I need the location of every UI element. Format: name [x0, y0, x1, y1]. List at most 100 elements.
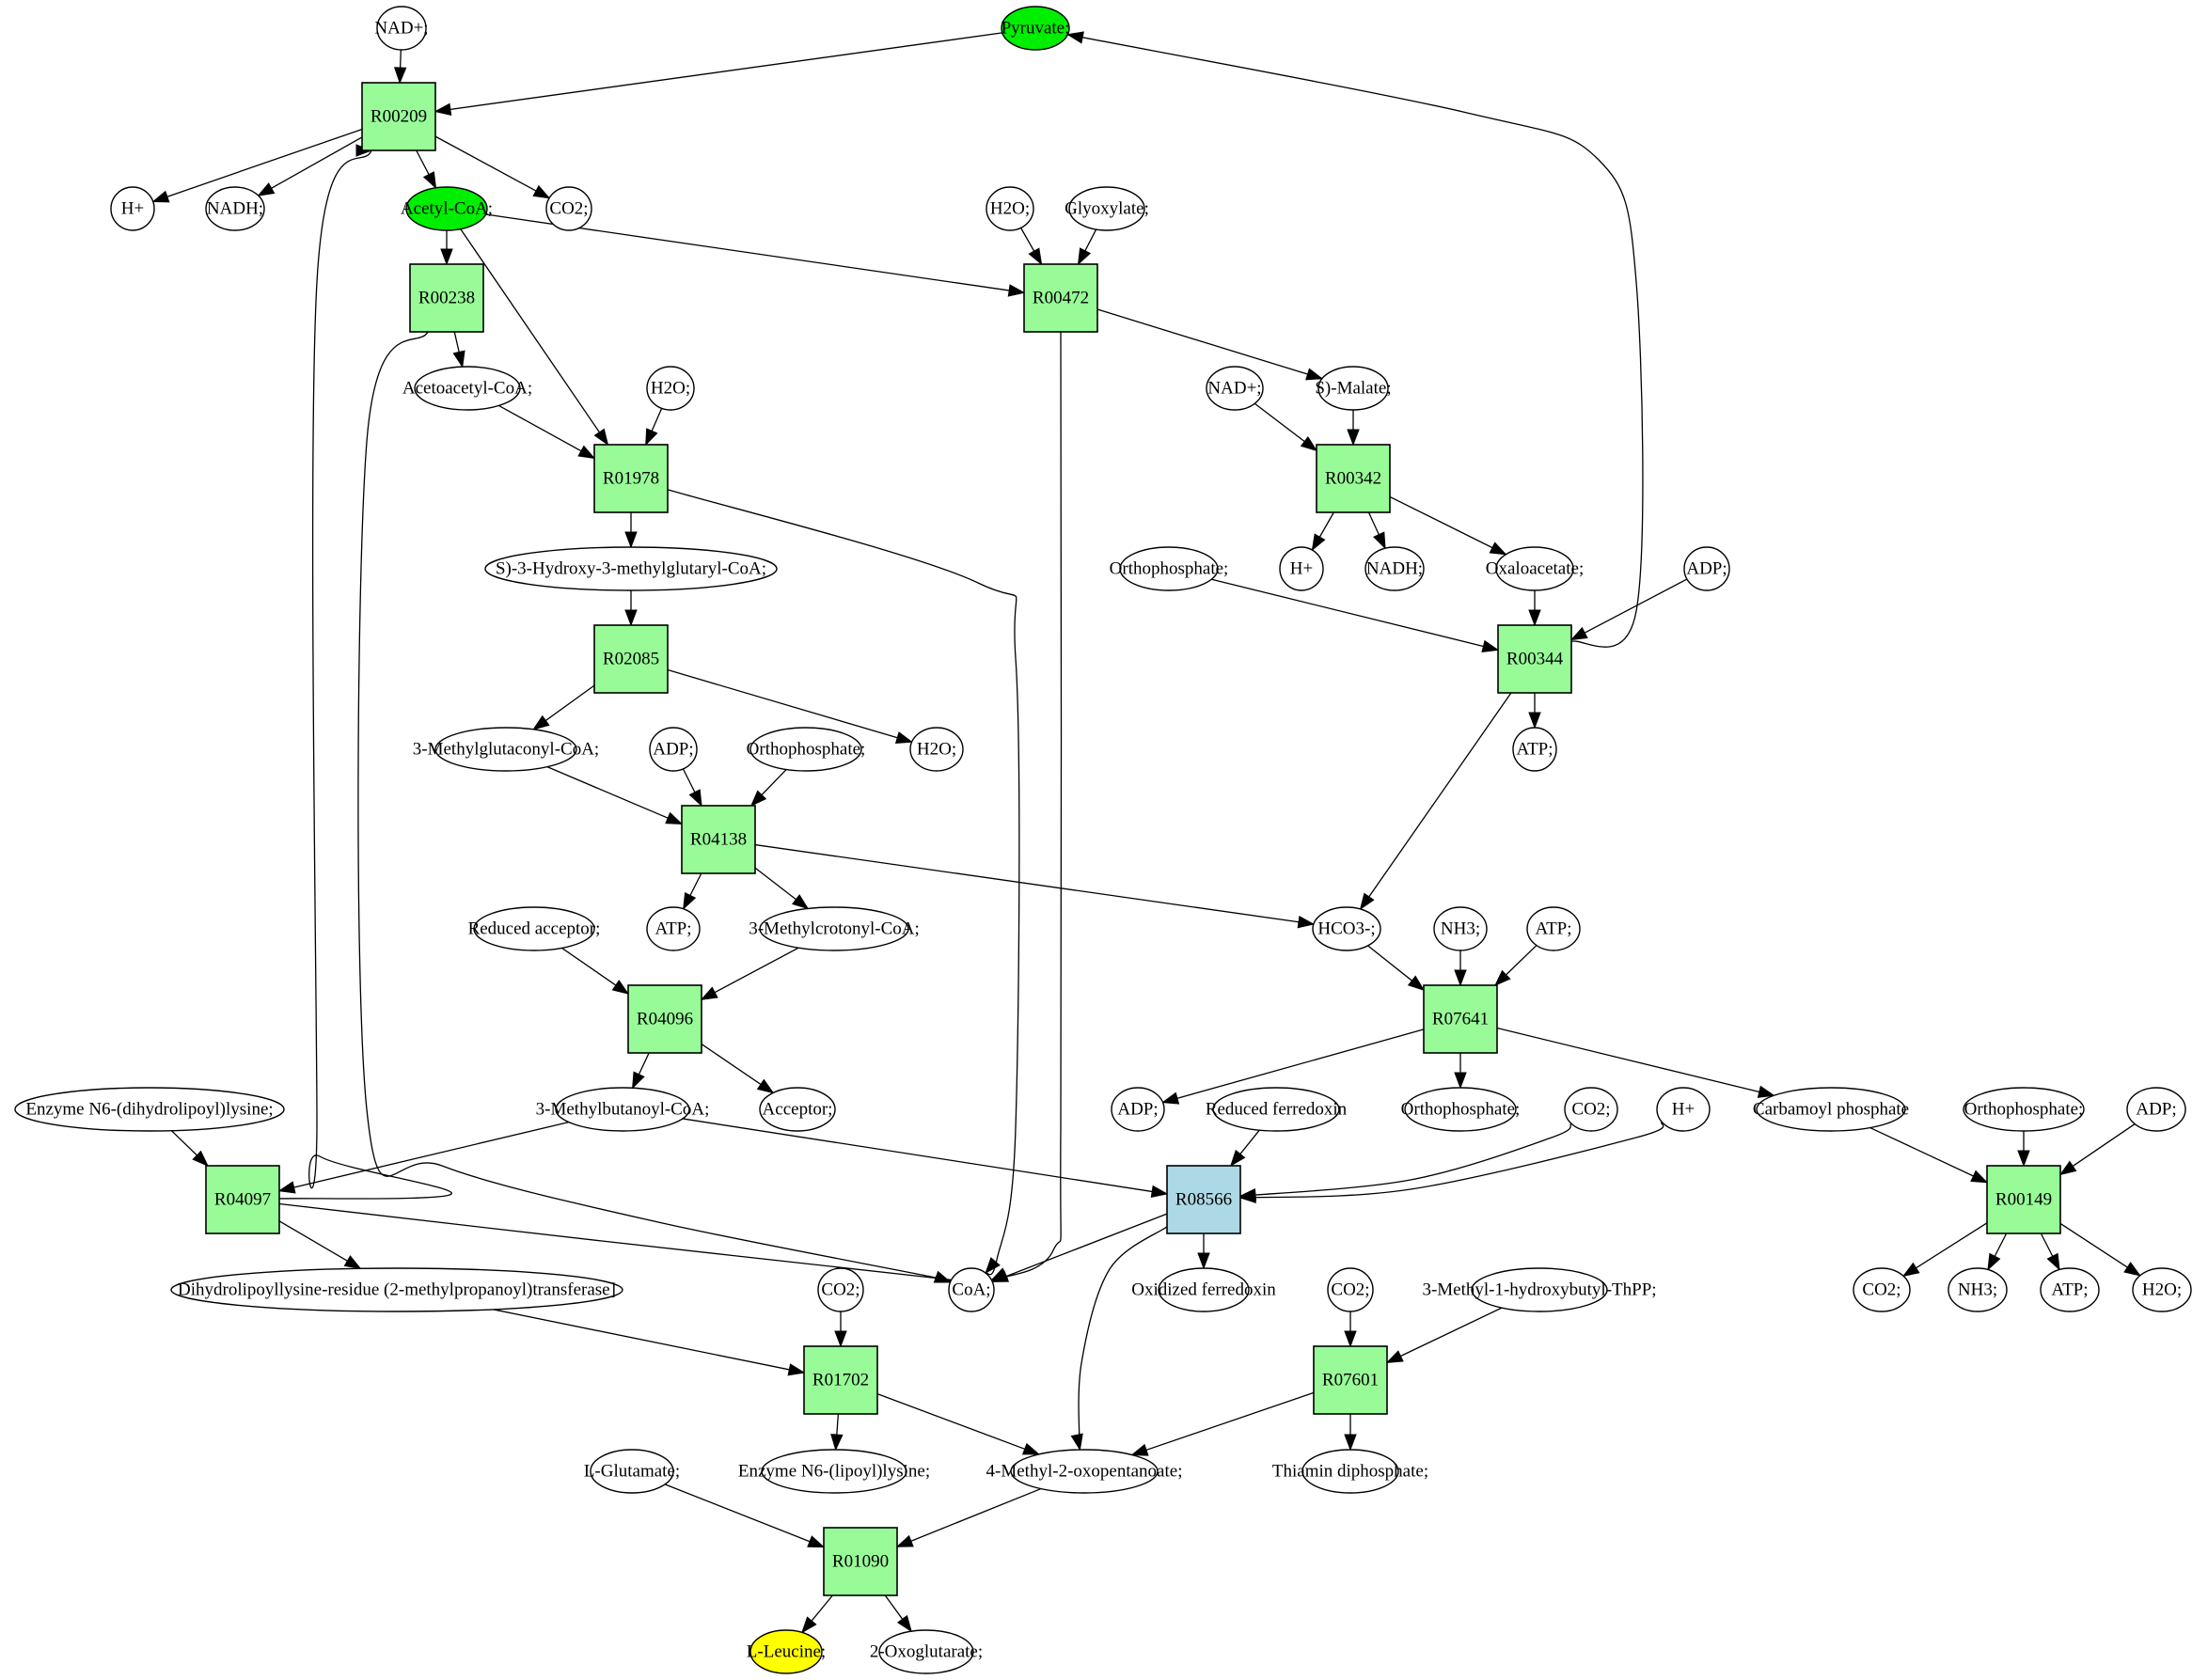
reaction-box: [409, 263, 484, 333]
compound-node[interactable]: Dihydrolipoyllysine-residue (2-methylpro…: [170, 1267, 623, 1312]
compound-node[interactable]: ATP;: [2040, 1267, 2100, 1312]
compound-node[interactable]: ADP;: [1111, 1087, 1165, 1132]
arrowhead-icon: [1347, 429, 1360, 447]
edge-c_carbamoyl-to-R00149: [1869, 1126, 1988, 1184]
compound-ellipse: [205, 186, 265, 231]
reaction-label: R07641: [1432, 1010, 1489, 1029]
compound-node[interactable]: 3-Methylglutaconyl-CoA;: [413, 727, 599, 772]
reaction-label: R02085: [603, 650, 659, 669]
compound-node[interactable]: NAD+;: [1206, 366, 1264, 411]
compound-node[interactable]: Orthophosphate;: [1963, 1087, 2085, 1132]
compound-node[interactable]: Reduced ferredoxin: [1206, 1087, 1348, 1132]
compound-node[interactable]: 2-Oxoglutarate;: [870, 1629, 983, 1674]
compound-node[interactable]: ADP;: [649, 727, 698, 772]
compound-node[interactable]: NAD+;: [374, 6, 429, 51]
reaction-node-R00342[interactable]: R00342: [1316, 444, 1391, 513]
compound-node[interactable]: L-Glutamate;: [584, 1449, 680, 1494]
compound-node[interactable]: CO2;: [1327, 1267, 1374, 1312]
compound-node[interactable]: H2O;: [2132, 1267, 2192, 1312]
compound-node[interactable]: CO2;: [1853, 1267, 1911, 1312]
compound-node[interactable]: H2O;: [986, 186, 1034, 231]
compound-node[interactable]: L-Leucine;: [747, 1629, 826, 1674]
compound-node[interactable]: Orthophosphate;: [1401, 1087, 1521, 1132]
compound-node[interactable]: H2O;: [909, 727, 964, 772]
reaction-node-R04097[interactable]: R04097: [205, 1165, 280, 1234]
compound-node[interactable]: ATP;: [646, 906, 701, 951]
compound-ellipse: [759, 1087, 836, 1132]
reaction-node-R00344[interactable]: R00344: [1497, 624, 1572, 694]
compound-node[interactable]: NADH;: [1364, 546, 1425, 591]
compound-node[interactable]: S)-Malate;: [1315, 366, 1392, 411]
compound-node[interactable]: CO2;: [817, 1267, 864, 1312]
reaction-box: [1313, 1345, 1388, 1415]
compound-node[interactable]: HCO3-;: [1312, 906, 1381, 951]
compound-ellipse: [986, 186, 1034, 231]
compound-node[interactable]: Acceptor;: [759, 1087, 836, 1132]
arrowhead-icon: [151, 190, 170, 203]
compound-node[interactable]: 4-Methyl-2-oxopentanoate;: [986, 1449, 1183, 1494]
edge-c_dihydrotrans-to-R01702: [493, 1309, 805, 1374]
compound-node[interactable]: Glyoxylate;: [1065, 186, 1149, 231]
compound-ellipse: [817, 1267, 864, 1312]
compound-node[interactable]: Acetoacetyl-CoA;: [402, 366, 532, 411]
compound-ellipse: [414, 366, 521, 411]
compound-node[interactable]: ADP;: [1683, 546, 1730, 591]
reaction-node-R01090[interactable]: R01090: [823, 1527, 898, 1596]
reaction-node-R04096[interactable]: R04096: [627, 984, 702, 1054]
reaction-node-R01978[interactable]: R01978: [593, 444, 669, 513]
reaction-box: [1986, 1165, 2061, 1234]
compound-node[interactable]: H+: [110, 186, 155, 231]
reaction-node-R00209[interactable]: R00209: [361, 82, 436, 151]
compound-label: HCO3-;: [1317, 919, 1375, 939]
compound-node[interactable]: Acetyl-CoA;: [401, 186, 493, 231]
compound-node[interactable]: NH3;: [1948, 1267, 2008, 1312]
compound-node[interactable]: Enzyme N6-(dihydrolipoyl)lysine;: [14, 1087, 285, 1132]
compound-node[interactable]: Orthophosphate;: [1110, 546, 1229, 591]
compound-node[interactable]: Carbamoyl phosphate: [1753, 1087, 1909, 1132]
compound-node[interactable]: Enzyme N6-(lipoyl)lysine;: [738, 1449, 930, 1494]
compound-node[interactable]: 3-Methylcrotonyl-CoA;: [749, 906, 920, 951]
compound-node[interactable]: 3-Methylbutanoyl-CoA;: [536, 1087, 710, 1132]
compound-node[interactable]: ATP;: [1512, 727, 1557, 772]
arrowhead-icon: [1344, 1434, 1357, 1452]
compound-node[interactable]: 3-Methyl-1-hydroxybutyl-ThPP;: [1422, 1267, 1657, 1312]
compound-node[interactable]: H2O;: [646, 366, 695, 411]
reaction-node-R02085[interactable]: R02085: [593, 624, 669, 694]
compound-node[interactable]: Reduced acceptor;: [468, 906, 601, 951]
arrowhead-icon: [1229, 1149, 1246, 1168]
compound-node[interactable]: NH3;: [1433, 906, 1488, 951]
compound-node[interactable]: ADP;: [2126, 1087, 2186, 1132]
compound-node[interactable]: Orthophosphate;: [747, 727, 866, 772]
reaction-node-R07601[interactable]: R07601: [1313, 1345, 1388, 1415]
reaction-node-R07641[interactable]: R07641: [1423, 984, 1498, 1054]
reaction-node-R04138[interactable]: R04138: [681, 805, 756, 874]
reaction-node-R00149[interactable]: R00149: [1986, 1165, 2061, 1234]
compound-node[interactable]: Oxidized ferredoxin: [1131, 1267, 1276, 1312]
compound-node[interactable]: H+: [1279, 546, 1324, 591]
compound-node[interactable]: CO2;: [545, 186, 592, 231]
reaction-node-R00472[interactable]: R00472: [1023, 263, 1098, 333]
compound-ellipse: [1433, 906, 1488, 951]
compound-node[interactable]: Pyruvate;: [1001, 6, 1070, 51]
reaction-node-R01702[interactable]: R01702: [803, 1345, 878, 1415]
compound-node[interactable]: CoA;: [948, 1267, 995, 1312]
reaction-label: R00472: [1033, 289, 1089, 308]
compound-node[interactable]: H+: [1656, 1087, 1711, 1132]
arrowhead-icon: [801, 1616, 817, 1634]
compound-node[interactable]: CO2;: [1564, 1087, 1618, 1132]
reaction-box: [823, 1527, 898, 1596]
compound-ellipse: [1317, 366, 1389, 411]
arrowhead-icon: [1970, 1170, 1989, 1184]
compound-node[interactable]: Oxaloacetate;: [1486, 546, 1584, 591]
edge-R00149-to-c_h2od: [2059, 1222, 2141, 1277]
reaction-node-R08566[interactable]: R08566: [1166, 1165, 1241, 1234]
compound-node[interactable]: S)-3-Hydroxy-3-methylglutaryl-CoA;: [484, 546, 778, 591]
compound-node[interactable]: Thiamin diphosphate;: [1272, 1449, 1428, 1494]
arrowhead-icon: [257, 182, 276, 196]
compound-node[interactable]: NADH;: [205, 186, 265, 231]
compound-ellipse: [2040, 1267, 2100, 1312]
compound-label: CoA;: [952, 1280, 990, 1300]
reaction-node-R00238[interactable]: R00238: [409, 263, 484, 333]
compound-node[interactable]: ATP;: [1526, 906, 1581, 951]
